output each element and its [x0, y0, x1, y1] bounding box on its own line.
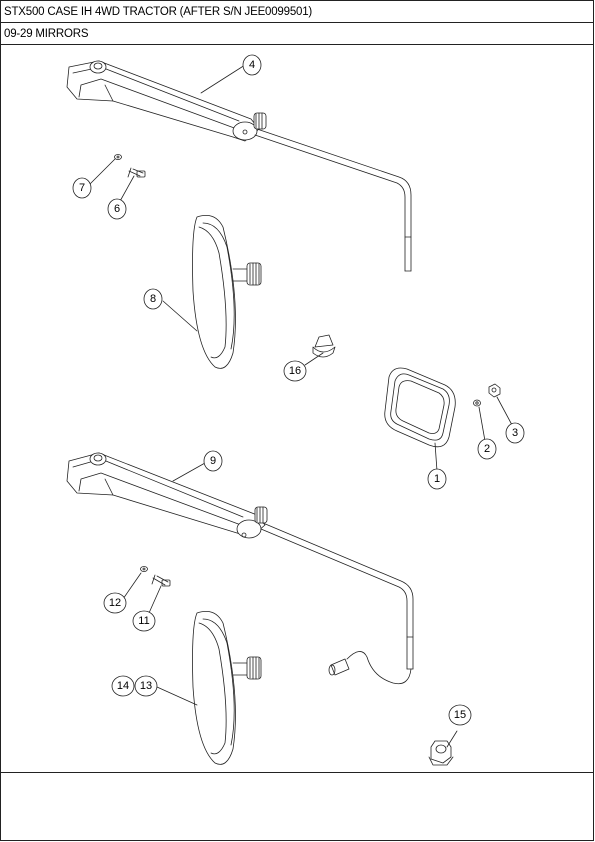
callout-11: 11 — [132, 610, 156, 632]
callouts: 4 7 6 8 16 2 3 — [72, 54, 525, 726]
lower-bolt-11 — [151, 574, 171, 587]
callout-16: 16 — [283, 360, 307, 382]
lower-washer-12 — [140, 566, 148, 572]
lower-mirror-arm — [66, 452, 414, 685]
svg-text:6: 6 — [114, 203, 120, 215]
callout-4: 4 — [242, 54, 262, 76]
callout-8: 8 — [143, 288, 163, 310]
svg-text:1: 1 — [434, 473, 440, 485]
washer-2 — [473, 399, 481, 407]
model-title: STX500 CASE IH 4WD TRACTOR (AFTER S/N JE… — [1, 1, 593, 23]
lower-mirror-head — [192, 610, 262, 765]
callout-3: 3 — [505, 422, 525, 444]
svg-text:2: 2 — [484, 443, 490, 455]
callout-9: 9 — [203, 450, 223, 472]
mirror-glass-1 — [384, 367, 456, 448]
svg-text:7: 7 — [79, 182, 85, 194]
upper-mirror-arm — [66, 60, 412, 272]
upper-mirror-head — [192, 214, 262, 369]
upper-washer-7 — [114, 154, 122, 160]
nut-3 — [488, 383, 501, 398]
svg-text:16: 16 — [289, 365, 301, 377]
section-title: 09-29 MIRRORS — [1, 23, 593, 45]
callout-12: 12 — [103, 592, 127, 614]
callout-14: 14 — [111, 675, 135, 697]
svg-text:9: 9 — [210, 455, 216, 467]
svg-text:15: 15 — [454, 709, 466, 721]
callout-13: 13 — [134, 675, 158, 697]
callout-15: 15 — [448, 704, 472, 726]
svg-text:3: 3 — [512, 427, 518, 439]
callout-7: 7 — [72, 177, 92, 199]
svg-text:4: 4 — [249, 59, 255, 71]
svg-text:12: 12 — [109, 597, 121, 609]
svg-text:8: 8 — [150, 293, 156, 305]
callout-6: 6 — [107, 198, 127, 220]
svg-text:14: 14 — [117, 680, 129, 692]
leader-lines — [88, 64, 513, 748]
connector-15 — [428, 740, 454, 766]
svg-text:11: 11 — [138, 615, 149, 627]
svg-text:13: 13 — [140, 680, 152, 692]
callout-1: 1 — [427, 468, 447, 490]
cap-16 — [312, 334, 336, 358]
upper-bolt-6 — [127, 167, 146, 178]
exploded-parts-diagram: 4 7 6 8 16 2 3 — [66, 54, 525, 766]
footer-divider — [1, 772, 593, 773]
callout-2: 2 — [477, 438, 497, 460]
